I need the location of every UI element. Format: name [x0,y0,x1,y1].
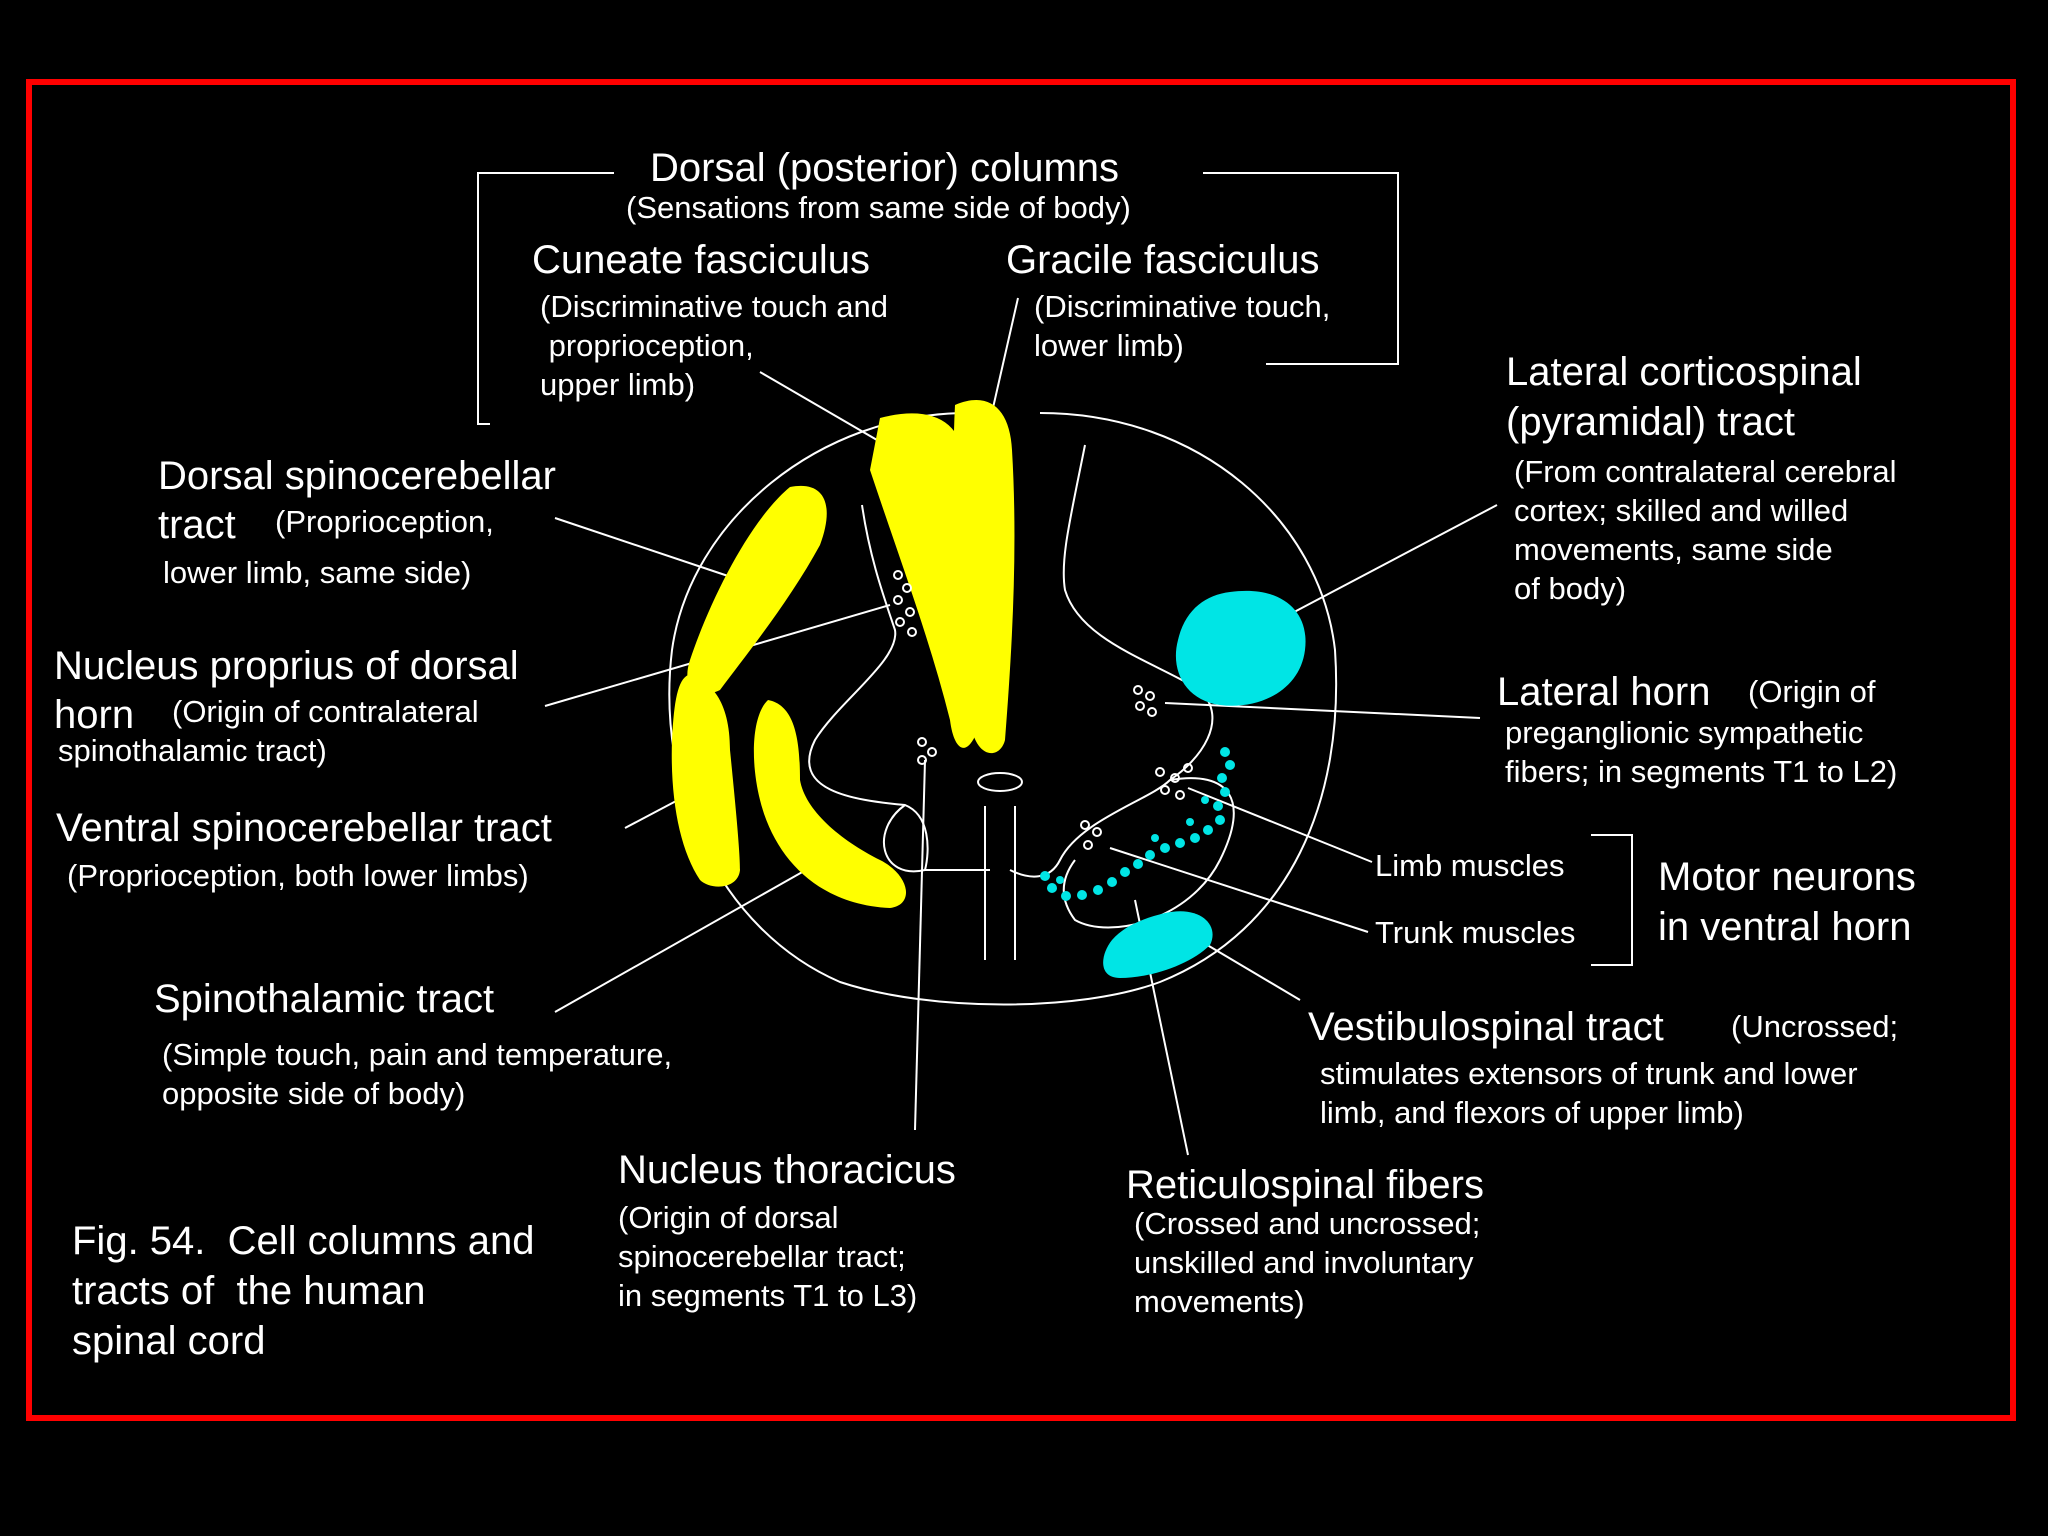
spinothalamic-shape [753,700,907,908]
cuneate-fasciculus-desc: (Discriminative touch and proprioception… [540,289,889,402]
ventral-median-fissure [984,806,1016,960]
gracile-fasciculus-title: Gracile fasciculus [1006,238,1320,282]
ventral-spinocerebellar-desc: (Proprioception, both lower limbs) [67,858,529,893]
dorsal-spinocerebellar-shape [687,485,827,694]
leader-nucleus-thoracicus [914,759,926,1131]
leader-motor-bracket [1591,834,1633,966]
dorsal-spinocerebellar-title: Dorsal spinocerebellar tract [158,454,556,547]
spinal-cord-outline [668,412,1338,1006]
gracile-fasciculus-desc: (Discriminative touch, lower limb) [1034,289,1331,363]
nucleus-thoracicus-desc: (Origin of dorsal spinocerebellar tract;… [618,1200,918,1313]
reticulospinal-title: Reticulospinal fibers [1126,1163,1484,1207]
grey-matter-left [808,504,990,871]
leader-dorsal-columns [477,172,1399,425]
nucleus-proprius-title: Nucleus proprius of dorsal horn [54,644,519,737]
lateral-corticospinal-desc: (From contralateral cerebral cortex; ski… [1514,454,1897,606]
ventral-horn-left [882,804,926,873]
dorsal-spinocerebellar-desc: lower limb, same side) [163,555,472,590]
spinothalamic-desc: (Simple touch, pain and temperature, opp… [162,1037,673,1111]
lateral-horn-desc: preganglionic sympathetic fibers; in seg… [1505,715,1898,789]
leader-spinothalamic [554,861,821,1013]
figure-frame [26,79,2016,1421]
dorsal-spinocerebellar-desc-inline: (Proprioception, [275,504,494,539]
leader-trunk-muscles [1109,847,1369,933]
cuneate-fasciculus-title: Cuneate fasciculus [532,238,870,282]
grey-matter-right [1009,444,1214,878]
leader-dorsal-spinocerebellar [554,517,741,581]
lateral-horn-desc-inline: (Origin of [1748,674,1876,709]
vestibulospinal-title: Vestibulospinal tract [1308,1005,1664,1049]
dorsal-columns-desc: (Sensations from same side of body) [626,190,1131,225]
nucleus-proprius-desc: spinothalamic tract) [58,733,327,768]
dorsal-columns-title: Dorsal (posterior) columns [650,146,1120,190]
leader-corticospinal [1259,504,1498,631]
trunk-muscles-label: Trunk muscles [1375,915,1576,950]
leader-lateral-horn [1164,702,1481,719]
central-canal [977,772,1023,792]
lateral-corticospinal-title: Lateral corticospinal (pyramidal) tract [1506,350,1862,444]
vestibulospinal-desc-inline: (Uncrossed; [1731,1009,1899,1044]
ventral-spinocerebellar-shape [671,675,740,887]
vestibulospinal-shape [1103,911,1213,978]
spinothalamic-title: Spinothalamic tract [154,977,495,1021]
vestibulospinal-desc: stimulates extensors of trunk and lower … [1320,1056,1858,1130]
leader-limb-muscles [1187,787,1373,863]
lateral-horn-title: Lateral horn [1497,670,1711,714]
gracile-fasciculus-shape [953,400,1015,754]
limb-muscles-label: Limb muscles [1375,848,1565,883]
lateral-corticospinal-shape [1175,590,1306,706]
cell-column-dots [893,570,1193,850]
ventral-spinocerebellar-title: Ventral spinocerebellar tract [56,806,552,850]
reticulospinal-desc: (Crossed and uncrossed; unskilled and in… [1134,1206,1481,1319]
motor-neurons-label: Motor neurons in ventral horn [1658,855,1916,949]
motor-neuron-cells [1040,747,1235,901]
nucleus-proprius-desc-inline: (Origin of contralateral [172,694,479,729]
figure-caption: Fig. 54. Cell columns and tracts of the … [72,1219,535,1363]
nucleus-thoracicus-title: Nucleus thoracicus [618,1148,956,1192]
